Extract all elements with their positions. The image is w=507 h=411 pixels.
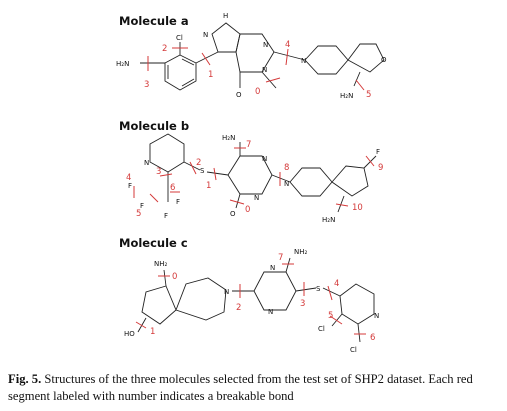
atom-ring-n: N — [203, 31, 208, 39]
atom-h2n: H₂N — [116, 60, 129, 68]
pyrimidinone-ring — [235, 33, 275, 73]
benzene-ring — [164, 54, 197, 91]
atom-n-pyraz1: N — [270, 264, 275, 272]
svg-text:10: 10 — [352, 203, 363, 213]
atom-n-pip-b: N — [284, 180, 289, 188]
atom-o-ring: O — [381, 56, 387, 64]
svg-text:4: 4 — [126, 173, 131, 183]
piperidine-ring — [304, 45, 349, 75]
atom-f: F — [376, 148, 380, 156]
atom-n-pip: N — [301, 57, 306, 65]
svg-text:8: 8 — [284, 163, 289, 173]
atom-n6: N — [262, 66, 267, 74]
thf-ring — [347, 43, 385, 73]
svg-text:2: 2 — [236, 303, 241, 313]
atom-f4: F — [164, 212, 168, 220]
atom-ho: HO — [124, 330, 135, 338]
svg-text:9: 9 — [378, 163, 383, 173]
atom-nh2-c: NH₂ — [154, 260, 168, 268]
svg-text:3: 3 — [144, 80, 149, 90]
atom-o-carbonyl-b: O — [230, 210, 236, 218]
svg-text:2: 2 — [162, 44, 167, 54]
svg-text:2: 2 — [196, 158, 201, 168]
svg-text:6: 6 — [170, 183, 175, 193]
piperidine-ring-c — [175, 277, 227, 321]
svg-text:1: 1 — [206, 181, 211, 191]
svg-text:4: 4 — [285, 40, 290, 50]
svg-text:7: 7 — [246, 140, 251, 150]
svg-text:1: 1 — [150, 327, 155, 337]
svg-text:0: 0 — [255, 87, 260, 97]
atom-n-pyr2: N — [254, 194, 259, 202]
atom-pyridine-n: N — [144, 159, 149, 167]
svg-text:3: 3 — [156, 167, 161, 177]
atom-f1: F — [128, 182, 132, 190]
pyrazole-ring — [211, 22, 241, 53]
atom-s-c: S — [316, 285, 321, 293]
piperidine-ring-b — [289, 167, 333, 197]
molecule-a-label: Molecule a — [119, 14, 189, 28]
atom-f3: F — [176, 198, 180, 206]
svg-text:0: 0 — [245, 205, 250, 215]
atom-n-pyr-c: N — [374, 312, 379, 320]
svg-text:6: 6 — [370, 333, 375, 343]
atom-n-pip-c: N — [224, 288, 229, 296]
molecule-c-label: Molecule c — [119, 236, 188, 250]
atom-cl: Cl — [176, 34, 183, 42]
atom-nh2-b: H₂N — [322, 216, 335, 224]
pyridine-ring-c — [339, 283, 375, 325]
atom-n-pyraz2: N — [268, 308, 273, 316]
atom-cl2: Cl — [350, 346, 357, 354]
svg-text:3: 3 — [300, 299, 305, 309]
atom-nh: H — [223, 12, 228, 20]
svg-text:4: 4 — [334, 279, 339, 289]
atom-n-pyr1: N — [262, 155, 267, 163]
atom-s: S — [200, 167, 205, 175]
atom-o-carbonyl: O — [236, 91, 242, 99]
figure-caption: Fig. 5. Structures of the three molecule… — [8, 371, 503, 405]
molecule-c-structure: NH₂ HO N N N NH₂ S N Cl Cl 0 1 2 3 4 5 6… — [124, 248, 379, 354]
atom-cl1: Cl — [318, 325, 325, 333]
cyclopentane-ring — [331, 165, 369, 197]
svg-text:5: 5 — [328, 311, 333, 321]
caption-label: Fig. 5. — [8, 372, 42, 386]
atom-f2: F — [140, 202, 144, 210]
svg-text:1: 1 — [208, 70, 213, 80]
atom-n5: N — [263, 41, 268, 49]
atom-nh2-top: H₂N — [222, 134, 235, 142]
svg-text:5: 5 — [366, 90, 371, 100]
svg-text:7: 7 — [278, 253, 283, 263]
molecule-a-structure: Cl H₂N N H N N O N O H₂N 2 3 1 4 0 5 — [116, 12, 387, 100]
caption-text: Structures of the three molecules select… — [8, 372, 473, 403]
breakable-bonds-c: 0 1 2 3 4 5 6 7 — [135, 253, 375, 343]
atom-nh2-top-c: NH₂ — [294, 248, 308, 256]
svg-text:0: 0 — [172, 272, 177, 282]
cyclopentane-ring-c — [141, 285, 177, 325]
breakable-bonds-b: 4 5 6 3 2 1 7 8 0 9 10 — [126, 140, 383, 219]
pyrazine-ring — [253, 271, 297, 311]
breakable-bonds-a: 2 3 1 4 0 5 — [144, 40, 371, 100]
atom-nh2: H₂N — [340, 92, 353, 100]
molecule-b-structure: N S F F F F N N H₂N O N F H₂N 4 5 6 3 2 … — [126, 133, 383, 224]
molecule-b-label: Molecule b — [119, 119, 190, 133]
svg-text:5: 5 — [136, 209, 141, 219]
